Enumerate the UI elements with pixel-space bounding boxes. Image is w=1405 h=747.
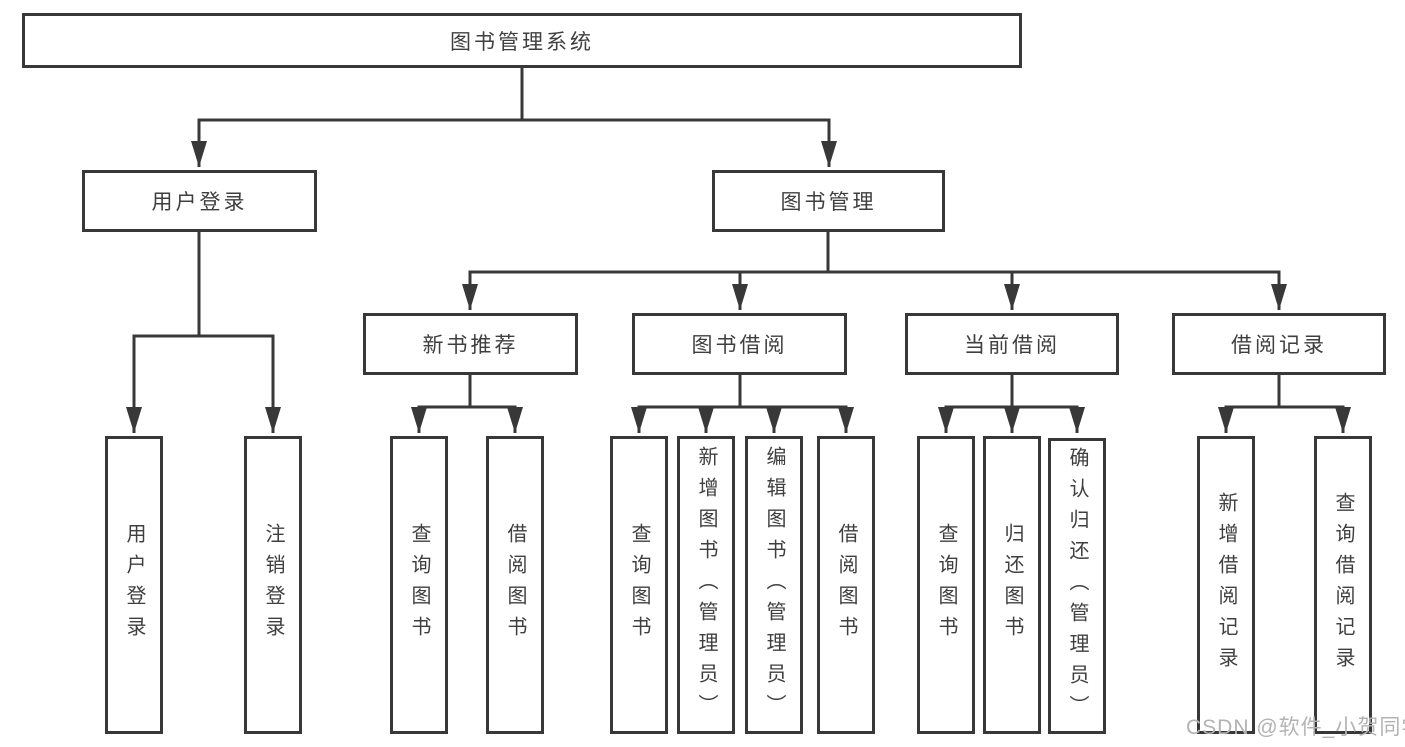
- leaf-return-books-label: 归还图书: [1001, 523, 1023, 647]
- leaf-query-books-borrow: 查询图书: [610, 436, 668, 734]
- leaf-add-books-admin: 新增图书（管理员）: [677, 436, 735, 734]
- leaf-query-books-recommend-label: 查询图书: [408, 523, 430, 647]
- leaf-query-books-recommend: 查询图书: [390, 436, 448, 734]
- leaf-user-login-label: 用户登录: [123, 523, 145, 647]
- node-book-borrow: 图书借阅: [632, 313, 847, 375]
- leaf-return-books: 归还图书: [983, 436, 1041, 734]
- leaf-borrow-books-label: 借阅图书: [835, 523, 857, 647]
- watermark-text: CSDN @软件_小贺同学: [1186, 716, 1405, 739]
- connector-user-login-to-leaves: [126, 232, 281, 433]
- connector-book-management-to-level3: [462, 232, 1287, 310]
- node-borrow-records: 借阅记录: [1172, 313, 1386, 375]
- connector-current-borrow-to-leaves: [938, 375, 1085, 433]
- leaf-add-borrow-record: 新增借阅记录: [1197, 436, 1255, 734]
- node-book-management: 图书管理: [712, 170, 945, 232]
- leaf-add-books-admin-label: 新增图书（管理员）: [695, 445, 717, 725]
- connector-borrow-records-to-leaves: [1218, 375, 1351, 433]
- leaf-borrow-books-recommend-label: 借阅图书: [504, 523, 526, 647]
- leaf-query-books-current: 查询图书: [917, 436, 975, 734]
- connector-root-to-level2: [191, 68, 837, 167]
- leaf-logout-label: 注销登录: [262, 523, 284, 647]
- node-root-label: 图书管理系统: [450, 30, 594, 54]
- node-new-book-recommend-label: 新书推荐: [422, 334, 519, 357]
- node-new-book-recommend: 新书推荐: [363, 313, 578, 375]
- node-borrow-records-label: 借阅记录: [1231, 334, 1327, 357]
- leaf-add-borrow-record-label: 新增借阅记录: [1215, 492, 1237, 678]
- connector-new-book-recommend-to-leaves: [411, 375, 523, 433]
- leaf-query-books-borrow-label: 查询图书: [628, 523, 650, 647]
- node-current-borrow: 当前借阅: [905, 313, 1119, 375]
- connector-book-borrow-to-leaves: [631, 375, 854, 433]
- leaf-edit-books-admin: 编辑图书（管理员）: [745, 436, 803, 734]
- node-book-management-label: 图书管理: [780, 191, 877, 214]
- leaf-confirm-return-admin-label: 确认归还（管理员）: [1066, 446, 1088, 726]
- leaf-borrow-books-recommend: 借阅图书: [486, 436, 544, 734]
- node-current-borrow-label: 当前借阅: [964, 334, 1060, 357]
- leaf-borrow-books: 借阅图书: [817, 436, 875, 734]
- node-user-login-label: 用户登录: [151, 191, 248, 214]
- leaf-query-borrow-record-label: 查询借阅记录: [1332, 492, 1354, 678]
- leaf-edit-books-admin-label: 编辑图书（管理员）: [763, 445, 785, 725]
- leaf-query-borrow-record: 查询借阅记录: [1314, 436, 1372, 734]
- node-book-borrow-label: 图书借阅: [691, 334, 788, 357]
- leaf-user-login: 用户登录: [105, 436, 163, 734]
- node-user-login: 用户登录: [82, 170, 317, 232]
- leaf-confirm-return-admin: 确认归还（管理员）: [1048, 438, 1106, 734]
- node-root: 图书管理系统: [22, 13, 1022, 68]
- leaf-logout: 注销登录: [244, 436, 302, 734]
- leaf-query-books-current-label: 查询图书: [935, 523, 957, 647]
